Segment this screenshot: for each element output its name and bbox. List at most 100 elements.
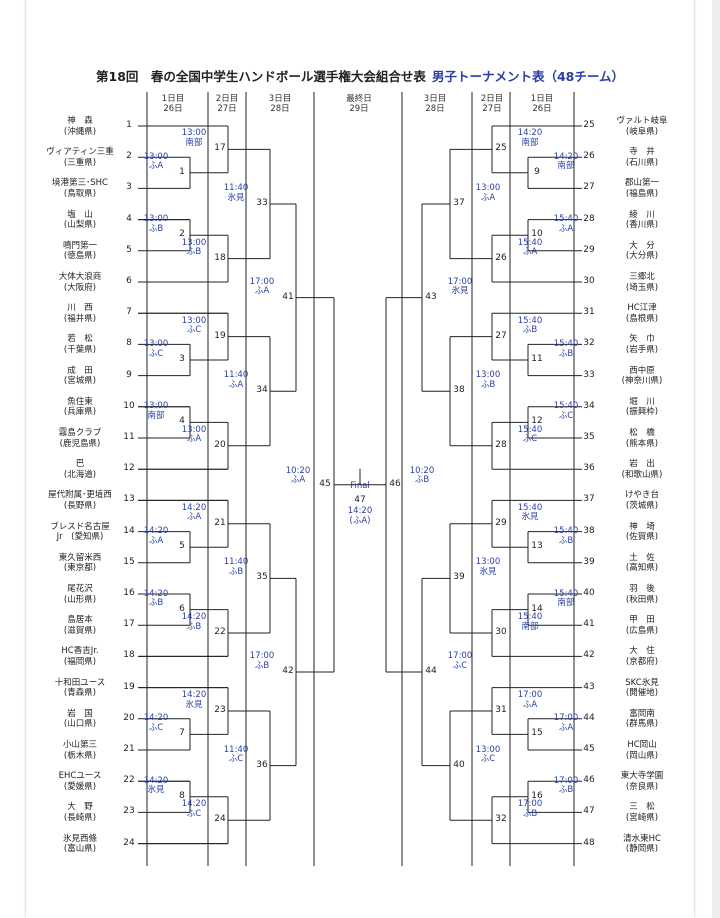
team-left: 鳴門第一(徳島県) [34, 241, 126, 262]
team-left: 十和田ユース(青森県) [34, 678, 126, 699]
slot-number: 14 [123, 525, 135, 536]
match-number-9: 9 [534, 166, 540, 177]
team-name: 三 松 [629, 802, 655, 813]
team-name: 霧島クラブ [58, 428, 102, 438]
match-number-27: 27 [495, 330, 507, 341]
team-left: 巴(北海道) [34, 459, 126, 480]
slot-number: 13 [123, 494, 135, 505]
match-venue: ふA [186, 434, 202, 445]
match-time: 15:40 [553, 401, 579, 412]
team-name: 甲 田 [629, 615, 655, 626]
match-time: 17:00 [553, 775, 579, 786]
team-name: 矢 巾 [629, 334, 655, 345]
match-time: 11:40 [223, 183, 249, 193]
team-prefecture: (福井県) [63, 313, 97, 324]
slot-number: 3 [126, 182, 132, 193]
match-number-26: 26 [495, 252, 507, 263]
team-prefecture: (奈良県) [625, 781, 659, 792]
match-number-43: 43 [425, 291, 437, 302]
match-time: 15:40 [517, 315, 543, 326]
match-venue: ふB [148, 223, 164, 234]
match-time: 11:40 [223, 370, 249, 381]
slot-number: 39 [583, 556, 595, 567]
day-header-label: 3日目 [423, 94, 447, 104]
team-right: 東大寺学園(奈良県) [596, 771, 688, 792]
team-right: 清水東HC(静岡県) [596, 834, 688, 855]
slot-number: 6 [126, 276, 132, 286]
match-number-20: 20 [214, 439, 226, 450]
slot-number: 17 [123, 619, 135, 630]
match-number-30: 30 [495, 627, 507, 637]
match-time: 10:20 [409, 465, 435, 476]
day-header-date: 28日 [425, 104, 445, 114]
match-number-19: 19 [214, 330, 226, 341]
team-right: 矢 巾(岩手県) [596, 334, 688, 355]
team-name: 西中原 [629, 365, 655, 376]
slot-number: 40 [583, 588, 595, 598]
match-time: 13:00 [475, 744, 501, 755]
match-time: 13:00 [143, 151, 169, 162]
match-time: 17:00 [447, 651, 473, 661]
team-prefecture: (栃木県) [63, 750, 97, 761]
team-right: 松 橋(熊本県) [596, 428, 688, 449]
match-venue: ふB [186, 247, 202, 258]
match-number-45: 45 [319, 478, 331, 489]
team-name: 鳴門第一 [62, 240, 97, 251]
day-header-label: 最終日 [346, 94, 372, 104]
team-prefecture: (大阪府) [63, 282, 97, 293]
team-name: HC江津 [627, 303, 657, 314]
team-name: SKC氷見 [625, 677, 659, 688]
scrollbar-track[interactable] [712, 0, 720, 918]
team-left: 東久留米西(東京都) [34, 553, 126, 574]
match-venue: ふA [186, 512, 202, 523]
team-left: 大 野(長崎県) [34, 802, 126, 823]
match-time: 14:20 [143, 588, 169, 599]
team-prefecture: (開催地) [625, 688, 659, 699]
match-venue: ふA [148, 161, 164, 172]
day-header-date: 26日 [532, 104, 552, 114]
slot-number: 5 [126, 244, 132, 255]
team-name: ブレスド名古屋 [50, 521, 110, 532]
match-time: 14:20 [181, 612, 207, 622]
team-prefecture: (山形県) [63, 594, 97, 605]
slot-number: 26 [583, 151, 595, 162]
team-name: 氷見西條 [62, 833, 97, 844]
match-venue: 南部 [557, 598, 575, 609]
team-name: 神 埼 [629, 521, 655, 532]
match-number-13: 13 [531, 541, 543, 552]
slot-number: 28 [583, 213, 595, 224]
final-venue: (ふA) [349, 515, 371, 526]
team-name: 大 野 [67, 802, 93, 813]
team-left: HC香吉Jr.(福岡県) [34, 646, 126, 667]
match-number-24: 24 [214, 814, 226, 825]
match-time: 15:40 [517, 612, 543, 622]
team-prefecture: (徳島県) [63, 251, 97, 262]
team-prefecture: (岡山県) [625, 750, 659, 761]
match-number-37: 37 [453, 198, 465, 208]
team-name: 尾花沢 [67, 584, 93, 594]
team-name: 大 住 [629, 646, 655, 657]
match-time: 14:20 [143, 526, 169, 537]
team-left: 神 森(沖縄県) [34, 116, 126, 137]
team-right: SKC氷見(開催地) [596, 678, 688, 699]
team-name: 松 橋 [629, 428, 655, 438]
match-venue: ふB [522, 325, 538, 336]
team-prefecture: (富山県) [63, 844, 97, 855]
slot-number: 25 [583, 120, 595, 130]
team-prefecture: (宮城県) [63, 376, 97, 387]
document-sheet [26, 0, 694, 918]
